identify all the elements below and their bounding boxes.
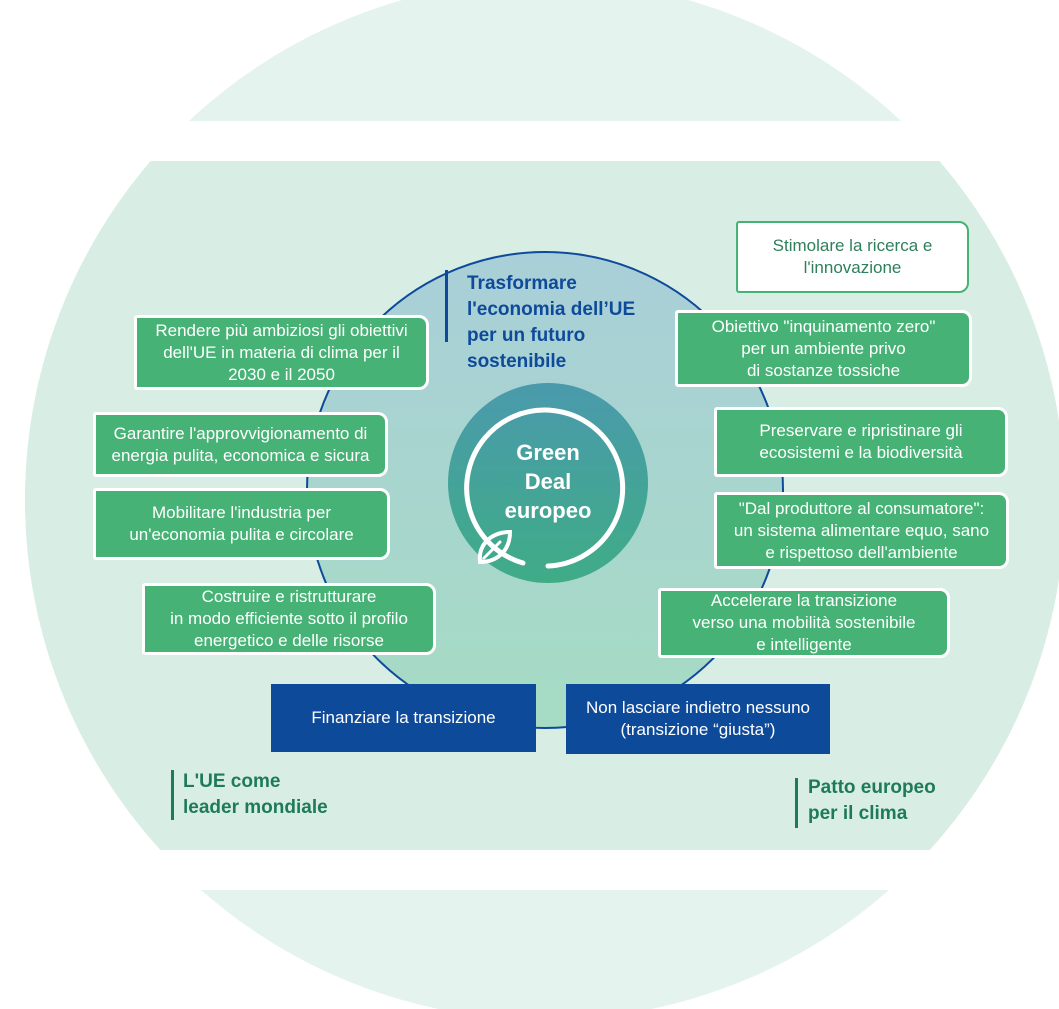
left-item-3: Mobilitare l'industria per un'economia p… [93, 488, 390, 560]
right-item-4: "Dal produttore al consumatore": un sist… [714, 492, 1009, 569]
footer-right-label: Patto europeo per il clima [808, 777, 936, 824]
center-title: Green Deal europeo [504, 440, 592, 523]
left-item-4: Costruire e ristrutturare in modo effici… [142, 583, 436, 655]
center-ring [464, 407, 626, 569]
left-item-2: Garantire l'approvvigionamento di energi… [93, 412, 388, 477]
footer-right-bar [795, 778, 798, 828]
top-white-band [0, 121, 1059, 161]
header-title: Trasformare l'economia dell’UE per un fu… [467, 273, 636, 372]
right-item-3: Preservare e ripristinare gli ecosistemi… [714, 407, 1008, 477]
footer-left-bar [171, 770, 174, 820]
bottom-item-finance: Finanziare la transizione [271, 684, 536, 752]
footer-left-label: L'UE come leader mondiale [183, 771, 328, 818]
bottom-white-band [0, 850, 1059, 890]
right-item-2: Obiettivo "inquinamento zero" per un amb… [675, 310, 972, 387]
bottom-item-just-transition: Non lasciare indietro nessuno (transizio… [566, 684, 830, 754]
right-item-1: Stimolare la ricerca e l'innovazione [736, 221, 969, 293]
left-item-1: Rendere più ambiziosi gli obiettivi dell… [134, 315, 429, 390]
right-item-5: Accelerare la transizione verso una mobi… [658, 588, 950, 658]
leaf-icon [477, 529, 513, 565]
header-bar [445, 270, 448, 342]
